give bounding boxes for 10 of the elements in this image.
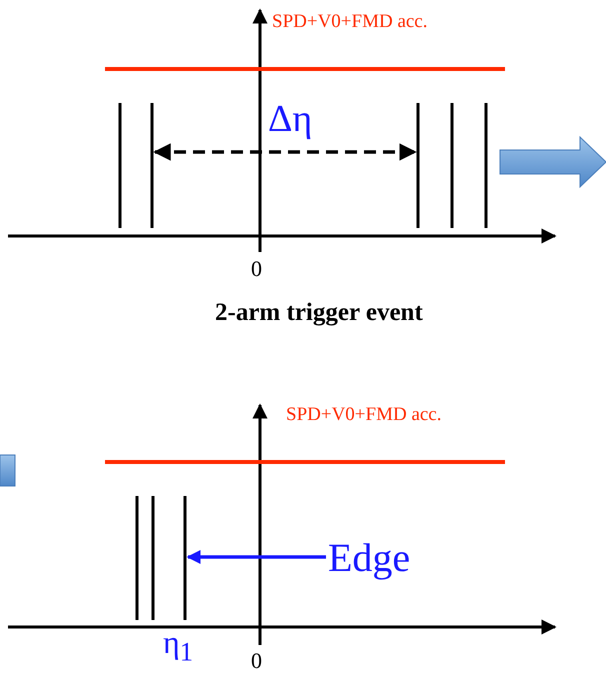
panel-caption: 2-arm trigger event — [215, 300, 423, 325]
acceptance-label: SPD+V0+FMD acc. — [286, 405, 442, 424]
track-line — [184, 496, 186, 620]
axis-origin-label: 0 — [251, 258, 262, 280]
acceptance-label: SPD+V0+FMD acc. — [272, 12, 428, 31]
delta-eta-label: Δη — [268, 100, 312, 138]
axis-origin-label: 0 — [251, 650, 262, 672]
callout-text: Edge — [328, 538, 410, 578]
leader-arrow — [186, 550, 326, 564]
eta-label: η$_{1}$ — [163, 626, 194, 666]
